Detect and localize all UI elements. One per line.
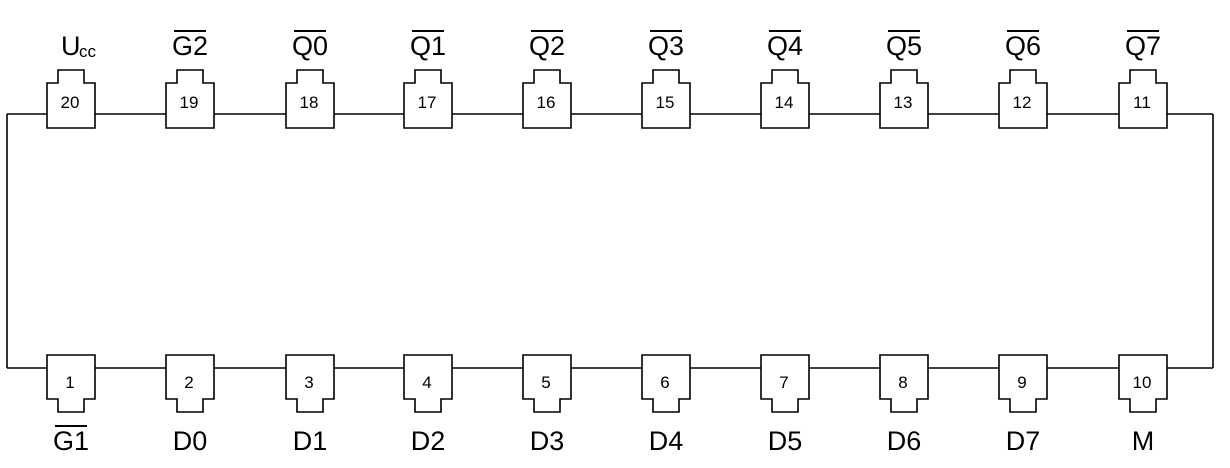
pin-6-number: 6 (660, 373, 669, 392)
pin-6: 6D4 (641, 354, 691, 456)
pin-5-pad (522, 354, 572, 413)
pin-18-pad (285, 69, 335, 129)
pin-1-pad (46, 354, 96, 413)
pin-8: 8D6 (879, 354, 929, 456)
pin-7-pad (760, 354, 810, 413)
pin-2-label: D0 (173, 426, 208, 456)
pin-13-pad (879, 69, 929, 129)
pin-3-number: 3 (304, 373, 313, 392)
pin-20-pad (46, 69, 96, 129)
pin-14-pad (760, 69, 810, 129)
pin-4-label: D2 (411, 426, 446, 456)
pin-20: 20 Ucc (46, 31, 97, 129)
pin-6-label: D4 (649, 426, 684, 456)
pin-3-label: D1 (293, 426, 328, 456)
pin-10-label: M (1132, 426, 1155, 456)
pin-14-number: 14 (775, 93, 794, 112)
pin-12-pad (998, 69, 1048, 129)
pin-1-label: G1 (53, 426, 89, 456)
pin-7: 7D5 (760, 354, 810, 456)
pin-5-label: D3 (530, 426, 565, 456)
pin-4-number: 4 (422, 373, 431, 392)
ic-body-outline (6, 113, 1214, 369)
pin-16-pad (522, 69, 572, 129)
pin-2: 2D0 (165, 354, 215, 456)
pin-19: 19 G2 (165, 30, 215, 129)
pin-6-pad (641, 354, 691, 413)
pin-2-number: 2 (184, 373, 193, 392)
pin-8-number: 8 (898, 373, 907, 392)
pin-5-number: 5 (541, 373, 550, 392)
pin-14: 14 Q4 (760, 30, 810, 129)
pin-19-pad (165, 69, 215, 129)
pin-8-label: D6 (887, 426, 922, 456)
pin-2-pad (165, 354, 215, 413)
top-pin-row: 20 Ucc 19 G2 18 Q0 17 Q1 16 Q2 15 Q3 14 Q4 13 Q5 12 Q6 11 Q… (46, 30, 1168, 129)
pin-3-pad (285, 354, 335, 413)
pin-11-label: Q7 (1125, 31, 1161, 61)
pin-12: 12 Q6 (998, 30, 1048, 129)
pin-20-label: U (61, 31, 81, 61)
pin-9-number: 9 (1017, 373, 1026, 392)
pin-11-pad (1118, 69, 1168, 129)
pin-13-number: 13 (894, 93, 913, 112)
pin-18: 18 Q0 (285, 30, 335, 129)
pin-16-number: 16 (537, 93, 556, 112)
pin-12-number: 12 (1013, 93, 1032, 112)
pin-8-pad (879, 354, 929, 413)
pin-18-label: Q0 (292, 31, 328, 61)
pin-9-label: D7 (1006, 426, 1041, 456)
pin-15: 15 Q3 (641, 30, 691, 129)
pin-10-pad (1118, 354, 1168, 413)
pin-7-number: 7 (779, 373, 788, 392)
pin-17-number: 17 (418, 93, 437, 112)
pin-9-pad (998, 354, 1048, 413)
pin-19-number: 19 (180, 93, 199, 112)
pin-4-pad (403, 354, 453, 413)
pin-20-label-subscript: cc (79, 42, 97, 61)
pin-11: 11 Q7 (1118, 30, 1168, 129)
pin-7-label: D5 (768, 426, 803, 456)
pin-14-label: Q4 (767, 31, 803, 61)
pin-16: 16 Q2 (522, 30, 572, 129)
pin-10: 10M (1118, 354, 1168, 456)
pin-3: 3D1 (285, 354, 335, 456)
pin-4: 4D2 (403, 354, 453, 456)
pin-9: 9D7 (998, 354, 1048, 456)
pin-12-label: Q6 (1005, 31, 1041, 61)
pin-17-label: Q1 (410, 31, 446, 61)
pin-1: 1G1 (46, 354, 96, 456)
pin-17: 17 Q1 (403, 30, 453, 129)
pin-1-number: 1 (65, 373, 74, 392)
pin-13: 13 Q5 (879, 30, 929, 129)
pin-5: 5D3 (522, 354, 572, 456)
pin-15-number: 15 (656, 93, 675, 112)
pin-20-number: 20 (61, 93, 80, 112)
pin-17-pad (403, 69, 453, 129)
pin-16-label: Q2 (529, 31, 565, 61)
pin-15-label: Q3 (648, 31, 684, 61)
pin-10-number: 10 (1133, 373, 1152, 392)
pin-15-pad (641, 69, 691, 129)
pin-13-label: Q5 (886, 31, 922, 61)
pin-11-number: 11 (1133, 93, 1151, 112)
pin-19-label: G2 (172, 31, 208, 61)
pin-18-number: 18 (300, 93, 319, 112)
